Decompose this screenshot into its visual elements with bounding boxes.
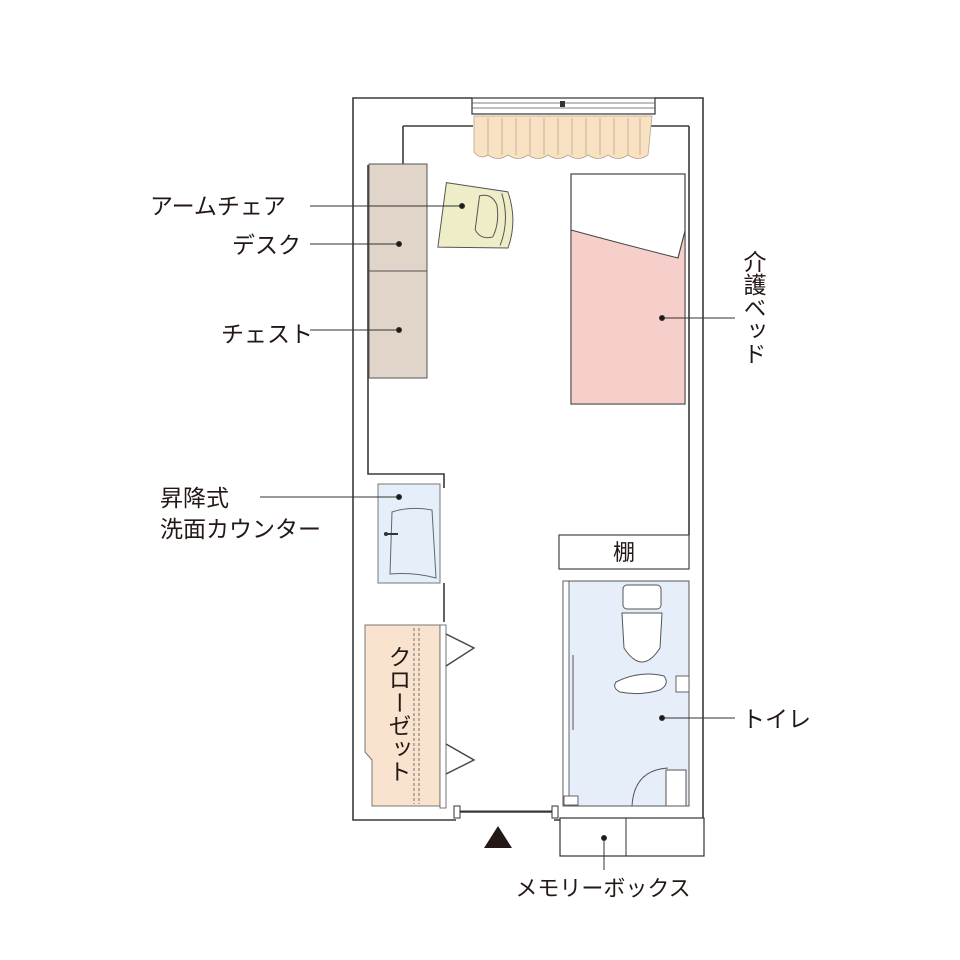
care-bed [570, 173, 686, 405]
armchair-label: アームチェア [150, 194, 286, 220]
sink-counter [377, 483, 441, 584]
closet [364, 624, 447, 809]
closet-doors [445, 633, 476, 775]
memory-box [559, 817, 705, 857]
labels: アームチェア デスク チェスト 昇降式 洗面カウンター 棚 トイレ メモリーボッ… [150, 194, 811, 902]
counter-label-line1: 昇降式 [160, 486, 229, 512]
shelf-label: 棚 [613, 541, 635, 566]
desk [368, 163, 428, 272]
entrance-door [453, 805, 559, 819]
closet-label: クローゼット [384, 645, 411, 783]
chest-label: チェスト [221, 322, 313, 348]
curtain [473, 115, 653, 159]
window [471, 97, 656, 115]
leader-lines [260, 203, 735, 870]
triangle-up-icon [484, 826, 512, 848]
desk-label: デスク [232, 233, 301, 259]
bed-label: 介護ベッド [739, 250, 767, 365]
chest [368, 270, 428, 379]
counter-label-line2: 洗面カウンター [160, 517, 321, 543]
armchair [437, 181, 514, 249]
toilet-room [562, 580, 690, 807]
shelf [558, 534, 690, 570]
memory-box-label: メモリーボックス [515, 877, 690, 902]
toilet-label: トイレ [742, 707, 811, 733]
